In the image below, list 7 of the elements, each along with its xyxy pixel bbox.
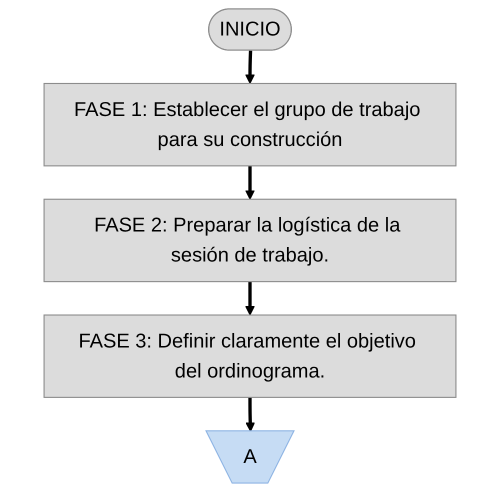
arrow	[245, 397, 256, 432]
node-box: FASE 2: Preparar la logística de la sesión de trabajo.	[44, 198, 456, 282]
arrow	[245, 166, 255, 200]
node-box: FASE 3: Definir claramente el objetivo del ordinograma.	[44, 314, 456, 398]
arrow	[245, 282, 255, 316]
arrow	[245, 50, 255, 84]
node-box: FASE 1: Establecer el grupo de trabajo para su construcción	[44, 82, 456, 166]
